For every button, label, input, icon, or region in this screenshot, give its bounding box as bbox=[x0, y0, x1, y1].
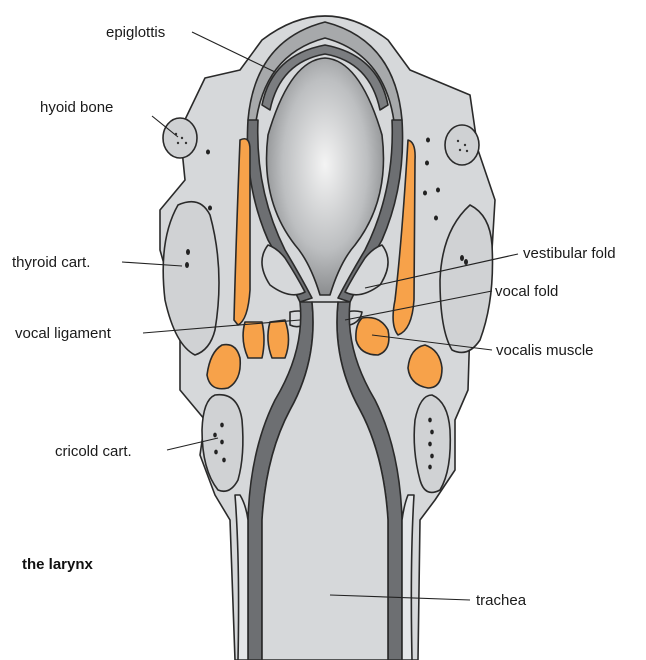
left-vocalis-block-1 bbox=[243, 322, 264, 358]
label-epiglottis: epiglottis bbox=[106, 24, 165, 41]
label-cricoid-cart: cricold cart. bbox=[55, 443, 132, 460]
label-vestibular-fold: vestibular fold bbox=[523, 245, 616, 262]
cricoid-cartilage-right bbox=[414, 395, 450, 492]
hyoid-bone-right bbox=[445, 125, 479, 165]
thyroid-cartilage-left bbox=[163, 202, 219, 355]
label-hyoid-bone: hyoid bone bbox=[40, 99, 113, 116]
label-trachea: trachea bbox=[476, 592, 527, 609]
label-vocal-ligament: vocal ligament bbox=[15, 325, 112, 342]
label-vocal-fold: vocal fold bbox=[495, 283, 558, 300]
hyoid-bone-left bbox=[163, 118, 197, 158]
label-thyroid-cart: thyroid cart. bbox=[12, 254, 90, 271]
left-vocalis-block-2 bbox=[268, 320, 289, 358]
diagram-caption: the larynx bbox=[22, 556, 94, 573]
right-outer-band bbox=[402, 495, 414, 660]
label-vocalis-muscle: vocalis muscle bbox=[496, 342, 594, 359]
